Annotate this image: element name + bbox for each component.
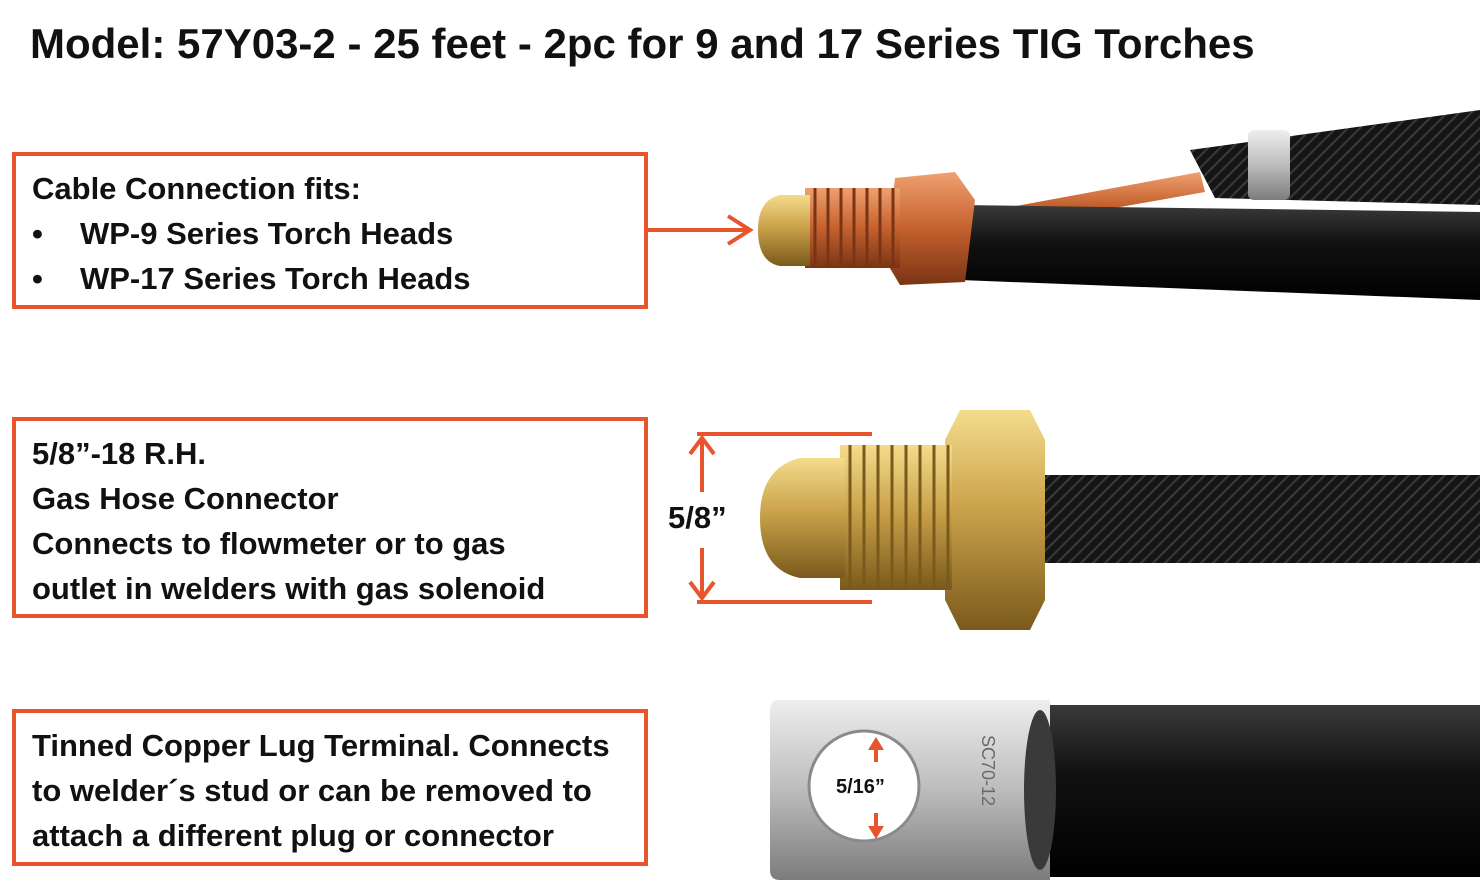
list-item: • WP-17 Series Torch Heads	[32, 256, 628, 301]
gas-box-line: Gas Hose Connector	[32, 481, 339, 516]
lug-hole-dimension-label: 5/16”	[836, 776, 885, 798]
bullet-icon: •	[32, 216, 43, 251]
lug-stamp-text: SC70-12	[978, 734, 999, 807]
lug-box-line: Tinned Copper Lug Terminal. Connects	[32, 728, 610, 763]
gas-thread-dimension-label: 5/8”	[668, 500, 727, 535]
list-item-label: WP-9 Series Torch Heads	[80, 216, 454, 251]
page-title: Model: 57Y03-2 - 25 feet - 2pc for 9 and…	[30, 20, 1255, 67]
cable-connection-box: Cable Connection fits: • WP-9 Series Tor…	[12, 152, 648, 309]
braided-hose	[1190, 110, 1480, 205]
hose-clamp	[1248, 130, 1290, 200]
pointer-arrow	[648, 214, 754, 246]
list-item-label: WP-17 Series Torch Heads	[80, 261, 471, 296]
heat-shrink	[1040, 705, 1480, 877]
gas-box-line: Connects to flowmeter or to gas	[32, 526, 506, 561]
lug-hole	[807, 729, 921, 843]
hole-dimension-arrows	[868, 737, 884, 839]
cable-connection-heading: Cable Connection fits:	[32, 171, 361, 206]
gas-box-line: outlet in welders with gas solenoid	[32, 571, 546, 606]
brass-tip	[758, 195, 810, 266]
lug-box-line: to welder´s stud or can be removed to	[32, 773, 592, 808]
brass-tip	[760, 458, 845, 578]
braided-hose	[1030, 475, 1480, 563]
hex-nut	[885, 172, 975, 285]
cable-connection-image	[758, 110, 1480, 300]
gas-box-line: 5/8”-18 R.H.	[32, 436, 207, 471]
bullet-icon: •	[32, 261, 43, 296]
hex-nut	[945, 410, 1045, 630]
heat-shrink	[960, 205, 1480, 300]
list-item: • WP-9 Series Torch Heads	[32, 211, 628, 256]
lug-terminal-box: Tinned Copper Lug Terminal. Connects to …	[12, 709, 648, 866]
gas-connector-image	[760, 410, 1480, 630]
dimension-bracket	[688, 432, 872, 604]
lug-terminal-image	[770, 700, 1480, 880]
lug-box-line: attach a different plug or connector	[32, 818, 554, 853]
gas-connector-box: 5/8”-18 R.H. Gas Hose Connector Connects…	[12, 417, 648, 618]
